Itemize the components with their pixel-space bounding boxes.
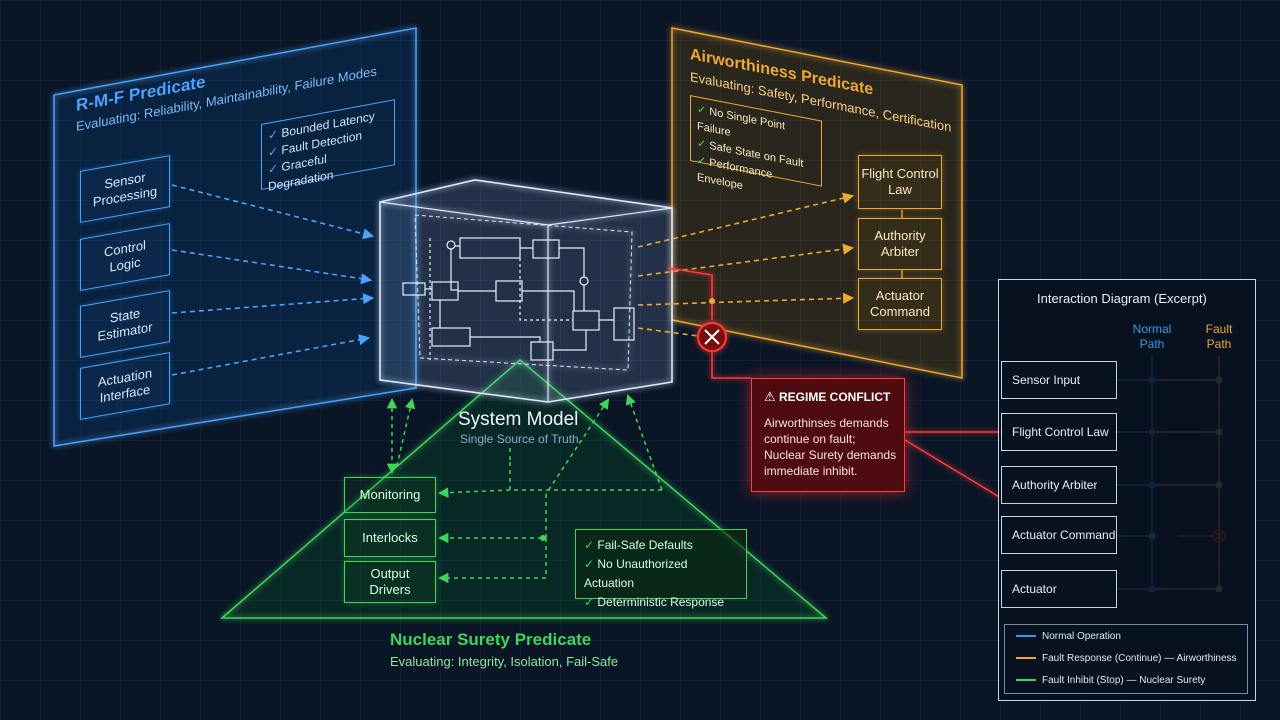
ia-row-label: Flight Control Law — [1012, 425, 1109, 439]
legend-label: Normal Operation — [1042, 631, 1121, 642]
system-model-subtitle: Single Source of Truth — [460, 432, 579, 446]
box-label: Law — [888, 182, 912, 197]
col-fault-line-2: Path — [1206, 337, 1232, 351]
conflict-link-to-ia-2 — [904, 439, 1002, 499]
box-label: Monitoring — [359, 487, 421, 502]
nuclear-checklist: ✓ Fail-Safe Defaults ✓ No Unauthorized A… — [575, 529, 747, 609]
check-icon: ✓ — [697, 137, 710, 152]
legend-suffix: — Airworthiness — [1164, 653, 1237, 664]
box-label: Arbiter — [880, 244, 920, 259]
nuclear-subtitle: Evaluating: Integrity, Isolation, Fail-S… — [390, 654, 619, 669]
interaction-title: Interaction Diagram (Excerpt) — [1037, 291, 1207, 306]
rmf-arrow-3 — [171, 293, 375, 314]
legend-label: Fault Inhibit (Stop) — [1042, 675, 1124, 686]
ia-row-authority-arbiter: Authority Arbiter — [1001, 466, 1117, 504]
nuclear-title: Nuclear Surety Predicate — [390, 630, 592, 649]
col-normal-line-1: Normal — [1132, 322, 1172, 336]
rmf-arrow-2 — [171, 249, 373, 285]
nuclear-link-right-1 — [625, 394, 663, 491]
air-check-1: No Single Point Failure — [697, 105, 786, 139]
warning-icon: ⚠ — [764, 389, 776, 404]
legend-fault-inhibit: Fault Inhibit (Stop) — Nuclear Surety — [1016, 675, 1205, 686]
rmf-arrow-4 — [171, 334, 371, 376]
conflict-line-1: Airworthinses demands — [764, 416, 889, 430]
ia-row-label: Sensor Input — [1012, 373, 1081, 387]
nuclear-check-3: Deterministic Response — [597, 595, 725, 609]
legend-swatch-fault — [1016, 657, 1036, 660]
nuclear-box-interlocks: Interlocks — [344, 519, 436, 557]
air-arrow-4 — [637, 327, 699, 337]
nuclear-box-monitoring: Monitoring — [344, 477, 436, 513]
conflict-link-down — [711, 352, 751, 379]
system-model-title: System Model — [458, 409, 579, 430]
check-icon: ✓ — [584, 538, 598, 552]
regime-conflict-box: ⚠ REGIME CONFLICT Airworthinses demands … — [751, 378, 905, 492]
legend-fault-continue: Fault Response (Continue) — Airworthines… — [1016, 653, 1237, 664]
ia-row-label: Actuator Command — [1012, 528, 1116, 542]
legend-swatch-normal — [1016, 635, 1036, 638]
box-label: Interlocks — [362, 530, 418, 545]
interaction-diagram-panel — [998, 279, 1256, 701]
box-label: Output — [370, 566, 410, 581]
conflict-title: REGIME CONFLICT — [779, 390, 891, 404]
col-normal-line-2: Path — [1139, 337, 1165, 351]
legend-swatch-inhibit — [1016, 679, 1036, 682]
ia-row-label: Actuator — [1012, 582, 1057, 596]
check-icon: ✓ — [268, 126, 282, 143]
col-fault-line-1: Fault — [1205, 322, 1233, 336]
legend-label: Fault Response (Continue) — [1042, 653, 1162, 664]
air-arrow-1 — [637, 192, 855, 248]
conflict-line-4: immediate inhibit. — [764, 464, 858, 478]
nuclear-link-left-2 — [395, 397, 416, 471]
box-label: Command — [870, 304, 930, 319]
rmf-arrow-1 — [171, 184, 375, 240]
ia-row-actuator: Actuator — [1001, 570, 1117, 608]
model-schematic — [402, 237, 635, 361]
legend-normal: Normal Operation — [1016, 631, 1121, 642]
nuclear-check-2: No Unauthorized Actuation — [584, 557, 688, 590]
box-label: Authority — [874, 228, 926, 243]
conflict-link-top — [667, 267, 713, 320]
check-icon: ✓ — [697, 103, 710, 118]
nuclear-link-right-2 — [545, 398, 610, 495]
conflict-line-3: Nuclear Surety demands — [764, 448, 897, 462]
box-label: Drivers — [369, 582, 411, 597]
check-icon: ✓ — [584, 557, 598, 571]
col-normal-label: Normal Path — [1131, 322, 1173, 352]
check-icon: ✓ — [697, 154, 710, 169]
check-icon: ✓ — [584, 595, 598, 609]
check-icon: ✓ — [268, 143, 282, 160]
rmf-panel — [53, 27, 417, 447]
box-label: Actuator — [875, 288, 925, 303]
legend-suffix: — Nuclear Surety — [1126, 675, 1206, 686]
box-label: Estimator — [97, 319, 153, 344]
ia-row-flight-control-law: Flight Control Law — [1001, 413, 1117, 451]
ia-row-sensor-input: Sensor Input — [1001, 361, 1117, 399]
conflict-line-2: continue on fault; — [764, 432, 856, 446]
col-fault-label: Fault Path — [1199, 322, 1239, 352]
check-icon: ✓ — [268, 160, 282, 177]
ia-row-actuator-command: Actuator Command — [1001, 516, 1117, 554]
ia-legend — [1004, 624, 1248, 694]
box-label: Flight Control — [861, 166, 939, 181]
ia-row-label: Authority Arbiter — [1012, 478, 1098, 492]
nuclear-check-1: Fail-Safe Defaults — [597, 538, 693, 552]
